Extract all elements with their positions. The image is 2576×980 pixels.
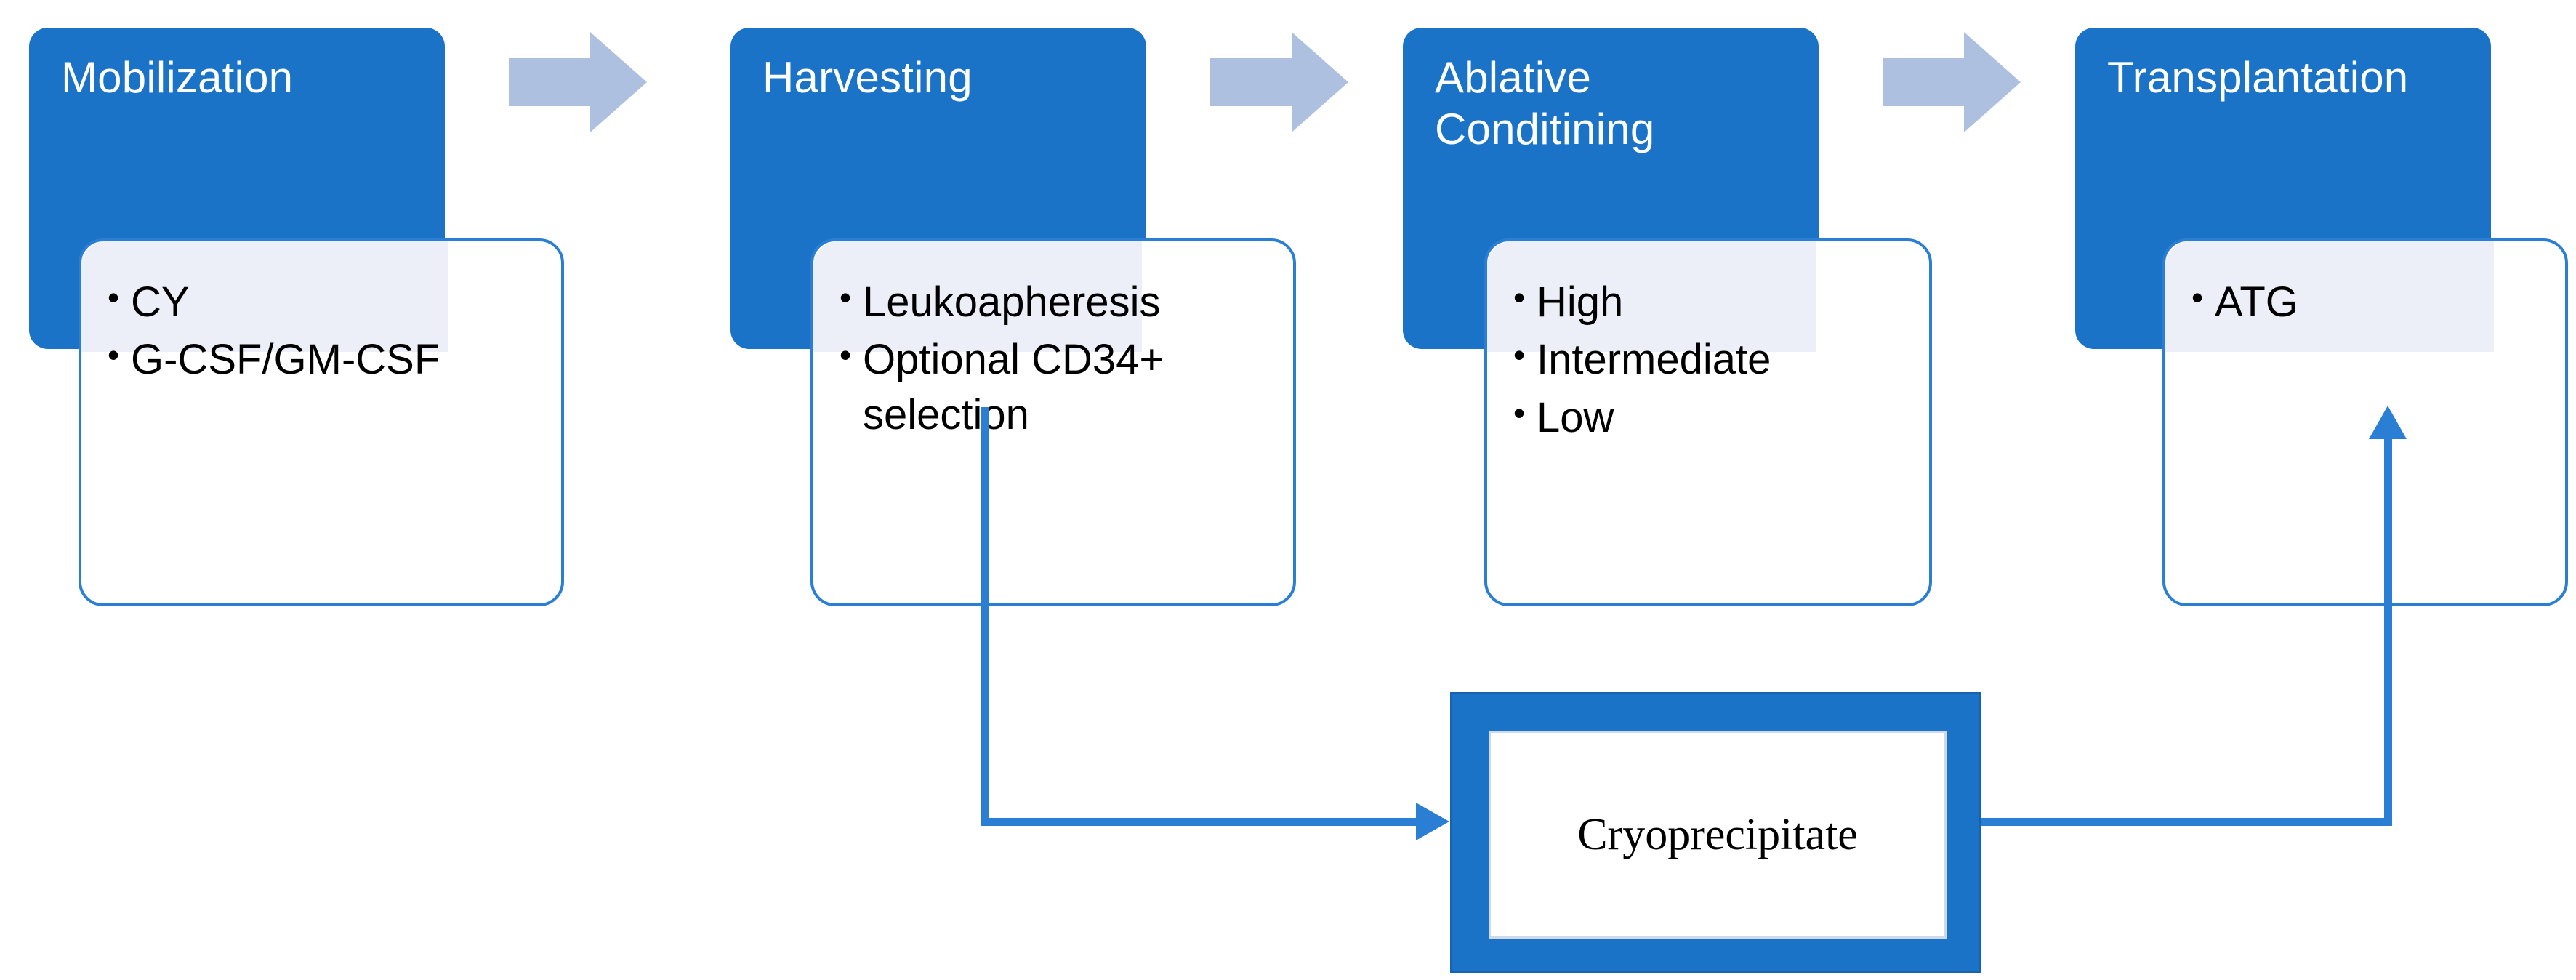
bullet-list-harvesting: Leukoapheresis Optional CD34+ selection xyxy=(840,273,1281,445)
list-item: Low xyxy=(1513,389,1917,445)
stage-body-mobilization[interactable]: CY G-CSF/GM-CSF xyxy=(79,238,564,606)
list-item: ATG xyxy=(2191,273,2553,329)
stage-body-ablative-conditining[interactable]: High Intermediate Low xyxy=(1484,238,1932,606)
list-item: CY xyxy=(108,273,550,329)
bullet-list-transplantation: ATG xyxy=(2191,273,2553,332)
stage-header-ablative-conditining[interactable]: Ablative Conditining xyxy=(1403,28,1819,349)
cryoprecipitate-node[interactable]: Cryoprecipitate xyxy=(1450,692,1981,973)
connector-transplantation-vertical xyxy=(2384,438,2392,826)
list-item: Optional CD34+ selection xyxy=(840,331,1281,442)
cryoprecipitate-label: Cryoprecipitate xyxy=(1577,809,1858,859)
bullet-list-mobilization: CY G-CSF/GM-CSF xyxy=(108,273,550,390)
stage-body-harvesting[interactable]: Leukoapheresis Optional CD34+ selection xyxy=(810,238,1296,606)
list-item: G-CSF/GM-CSF xyxy=(108,331,550,387)
connector-cryoprecipitate-horizontal xyxy=(1981,818,2392,826)
list-item: Leukoapheresis xyxy=(840,273,1281,329)
stage-title-transplantation: Transplantation xyxy=(2107,53,2409,102)
arrowhead-into-transplantation xyxy=(2369,406,2407,439)
arrowhead-into-cryoprecipitate xyxy=(1416,803,1449,840)
stage-title-ablative-conditining: Ablative Conditining xyxy=(1435,53,1655,153)
cryoprecipitate-inner-panel: Cryoprecipitate xyxy=(1489,731,1947,939)
chevron-right-icon xyxy=(1210,28,1348,137)
list-item: Intermediate xyxy=(1513,331,1917,387)
stage-title-mobilization: Mobilization xyxy=(61,53,294,102)
chevron-right-icon xyxy=(1883,28,2021,137)
list-item: High xyxy=(1513,273,1917,329)
connector-harvesting-vertical xyxy=(981,407,989,826)
connector-harvesting-horizontal xyxy=(981,818,1416,826)
chevron-right-icon xyxy=(509,28,647,137)
bullet-list-ablative-conditining: High Intermediate Low xyxy=(1513,273,1917,448)
stage-title-harvesting: Harvesting xyxy=(762,53,973,102)
stage-body-transplantation[interactable]: ATG xyxy=(2162,238,2568,606)
